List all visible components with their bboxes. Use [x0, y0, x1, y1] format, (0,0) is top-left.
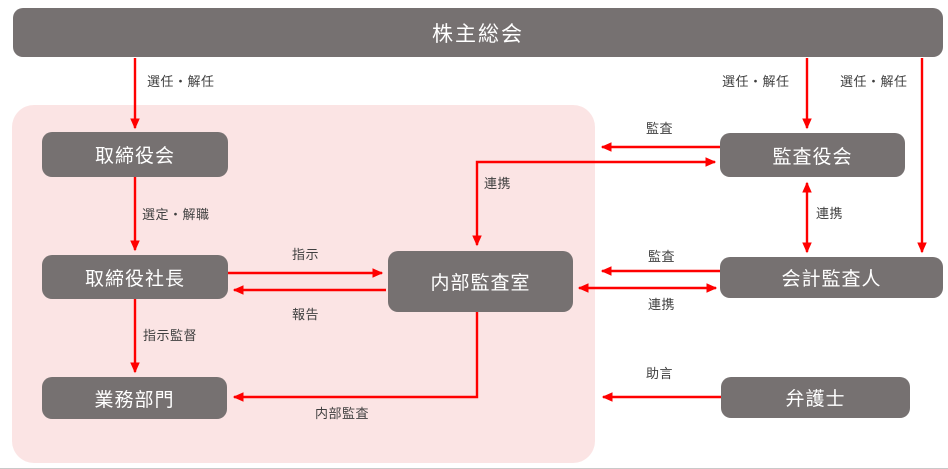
- node-shareholders-meeting: 株主総会: [13, 8, 943, 57]
- edge-label-appoint-dismiss-accounting-auditor: 選任・解任: [840, 74, 908, 89]
- node-president: 取締役社長: [42, 255, 228, 299]
- node-business-divisions: 業務部門: [42, 377, 227, 419]
- edge-label-instruction: 指示: [292, 247, 320, 262]
- edge-label-appoint-dismiss-audit-board: 選任・解任: [722, 74, 790, 89]
- edge-label-cooperation-audit-board-accounting-auditor: 連携: [816, 206, 844, 221]
- edge-label-report: 報告: [292, 307, 320, 322]
- edge-label-appoint-dismiss-board: 選任・解任: [147, 74, 215, 89]
- edge-label-internal-audit: 内部監査: [315, 406, 370, 421]
- edge-label-audit-by-accounting-auditor: 監査: [648, 249, 676, 264]
- edge-label-cooperation-internal-audit-audit-board: 連携: [484, 176, 512, 191]
- node-board-of-directors: 取締役会: [42, 132, 228, 177]
- edge-label-select-remove-president: 選定・解職: [142, 207, 210, 222]
- node-audit-and-supervisory-board: 監査役会: [720, 133, 905, 177]
- node-lawyer: 弁護士: [721, 377, 910, 418]
- node-internal-audit-office: 内部監査室: [388, 251, 573, 312]
- edge-label-audit-by-audit-board: 監査: [646, 121, 674, 136]
- edge-label-instruction-supervision: 指示監督: [143, 328, 198, 343]
- node-accounting-auditor: 会計監査人: [720, 257, 943, 298]
- edge-label-cooperation-internal-audit-accounting-auditor: 連携: [648, 297, 676, 312]
- edge-label-advice: 助言: [646, 366, 674, 381]
